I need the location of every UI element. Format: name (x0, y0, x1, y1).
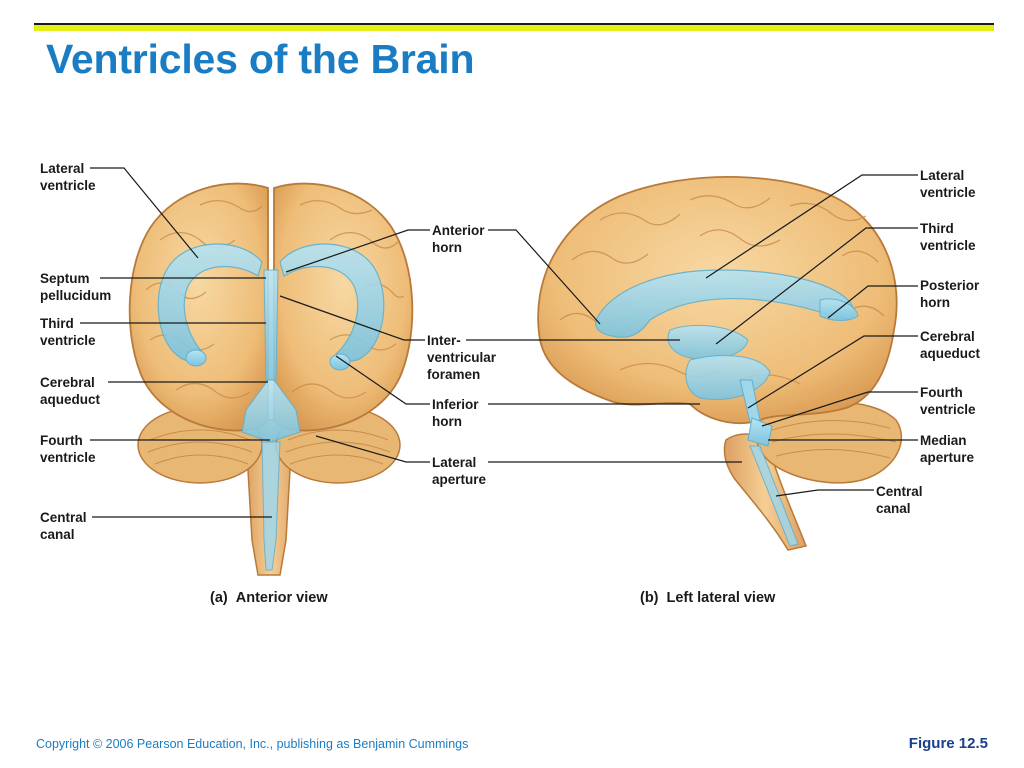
label-b-lateral-ventricle: Lateral ventricle (920, 168, 976, 200)
anterior-brain (128, 182, 414, 576)
accent-bar (34, 25, 994, 31)
caption-anterior-tag: (a) (210, 590, 228, 606)
label-a-anterior-horn: Anterior horn (432, 223, 485, 255)
caption-lateral-text: Left lateral view (666, 590, 776, 606)
anterior-fourth-ventricle (241, 379, 301, 443)
label-a-third-ventricle: Third ventricle (40, 316, 96, 348)
lateral-leader-lines (466, 174, 918, 497)
anterior-right-inferior-horn (329, 353, 351, 371)
caption-lateral: (b) Left lateral view (640, 590, 775, 606)
label-a-fourth-ventricle: Fourth ventricle (40, 433, 96, 465)
top-rule (34, 23, 994, 25)
caption-lateral-tag: (b) (640, 590, 659, 606)
figure-number: Figure 12.5 (908, 735, 988, 752)
label-a-inferior-horn: Inferior horn (432, 397, 479, 429)
anterior-third-ventricle (263, 269, 279, 381)
label-b-median-aperture: Median aperture (920, 433, 975, 465)
anterior-right-lateral-ventricle (279, 243, 385, 362)
label-b-third-ventricle: Third ventricle (920, 221, 976, 253)
label-a-central-canal: Central canal (40, 510, 87, 542)
label-b-cerebral-aqueduct: Cerebral aqueduct (920, 329, 981, 361)
copyright-notice: Copyright © 2006 Pearson Education, Inc.… (36, 737, 469, 751)
lateral-view-cerebral-aqueduct (739, 379, 761, 423)
label-a-septum-pellucidum: Septum pellucidum (40, 271, 112, 303)
label-b-posterior-horn: Posterior horn (920, 278, 980, 310)
label-a-interventricular-foramen: Inter- ventricular foramen (427, 333, 497, 382)
lateral-brain (537, 176, 903, 551)
anterior-left-inferior-horn (185, 349, 207, 367)
label-a-lateral-ventricle: Lateral ventricle (40, 161, 96, 193)
lateral-view-central-canal (749, 445, 799, 547)
anterior-leader-lines (80, 167, 430, 518)
label-b-central-canal: Central canal (876, 484, 923, 516)
slide-title: Ventricles of the Brain (46, 36, 475, 82)
anterior-central-canal (261, 441, 281, 571)
caption-anterior: (a) Anterior view (210, 590, 328, 606)
label-a-lateral-aperture: Lateral aperture (432, 455, 487, 487)
label-b-fourth-ventricle: Fourth ventricle (920, 385, 976, 417)
caption-anterior-text: Anterior view (235, 590, 328, 606)
label-a-cerebral-aqueduct: Cerebral aqueduct (40, 375, 101, 407)
lateral-view-third-ventricle (667, 324, 749, 360)
